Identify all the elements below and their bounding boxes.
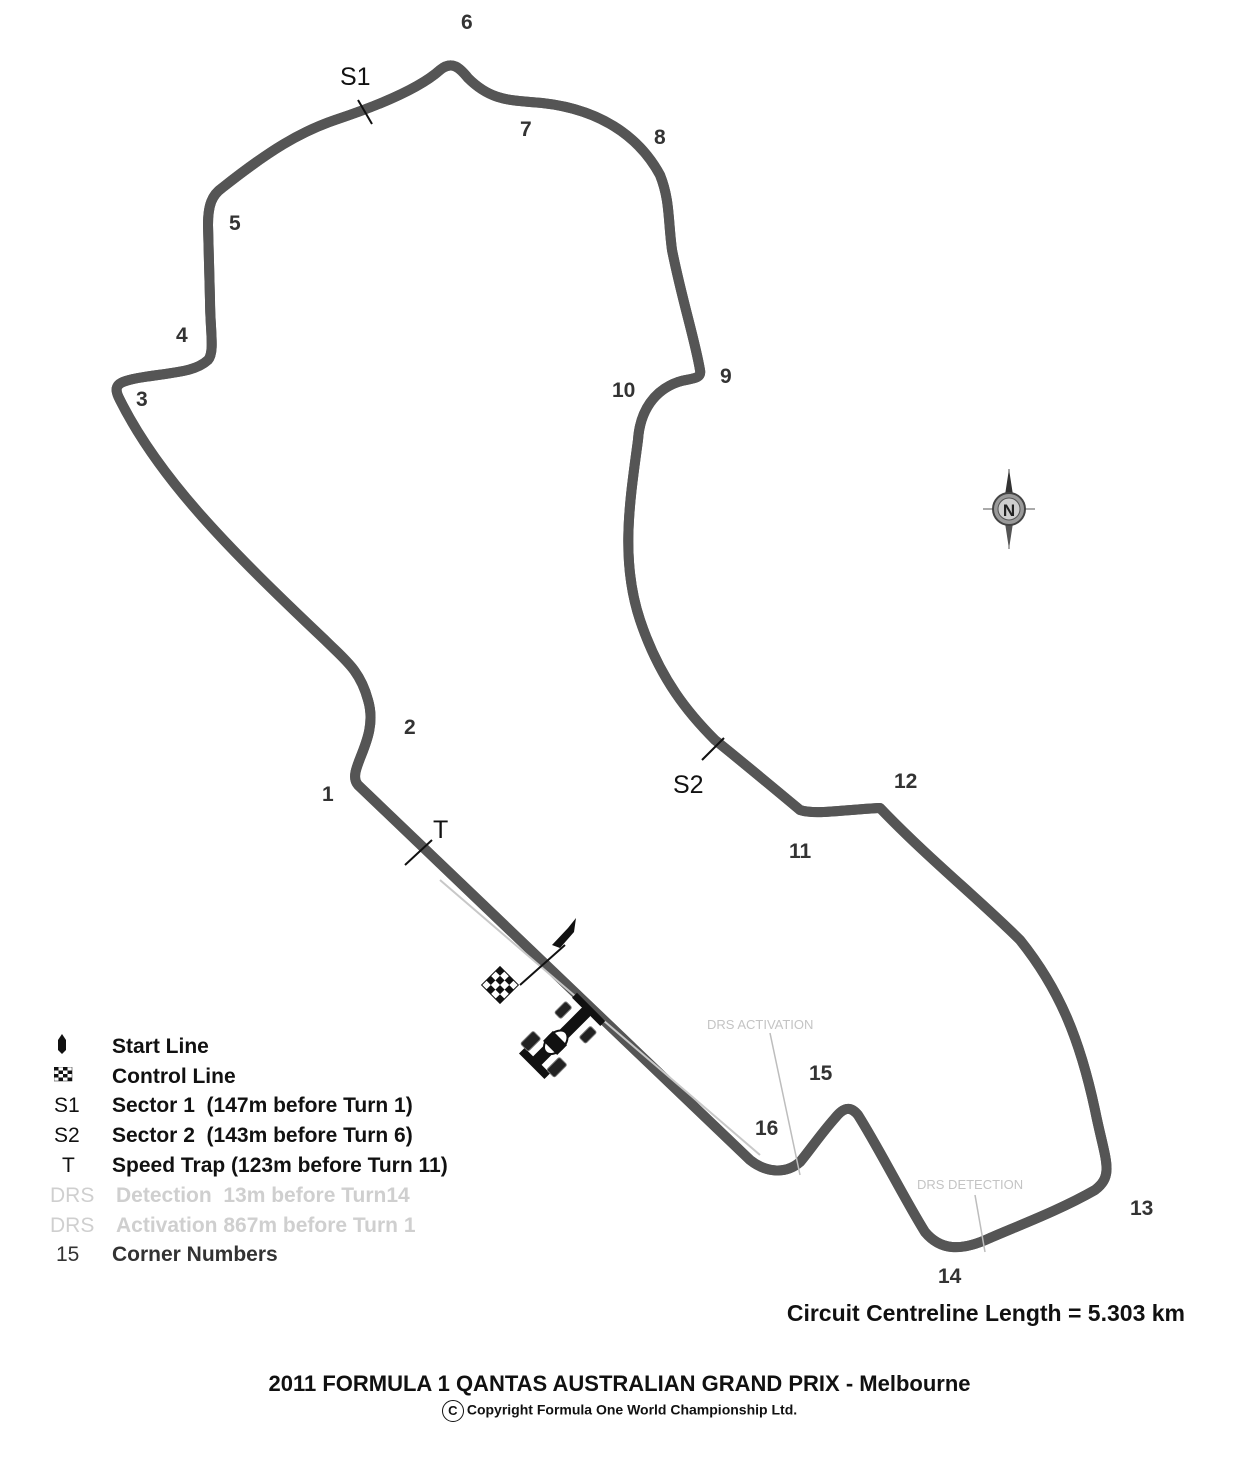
drs-detection-label: DRS DETECTION [917, 1177, 1023, 1192]
track [117, 65, 1107, 1247]
corner-number: 10 [612, 379, 635, 402]
corner-number: 3 [136, 388, 148, 411]
corner-number: 16 [755, 1117, 778, 1140]
legend-row-drs-detection: DRS Detection 13m before Turn14 [48, 1181, 448, 1211]
legend: Start Line Control Line S1 Sector 1 (147… [48, 1032, 448, 1270]
start-line-legend-icon [48, 1032, 112, 1062]
corner-number: 14 [938, 1265, 962, 1288]
legend-symbol: DRS [50, 1183, 95, 1207]
sector-1-marker [357, 99, 373, 125]
corner-number: 4 [176, 324, 188, 347]
copyright-icon: C [441, 1400, 464, 1422]
corner-number: 12 [894, 770, 917, 793]
start-line-flag-icon [552, 918, 576, 948]
page-title: 2011 FORMULA 1 QANTAS AUSTRALIAN GRAND P… [268, 1371, 971, 1396]
sector-1-label: S1 [340, 63, 371, 91]
legend-symbol: DRS [50, 1213, 95, 1237]
legend-text: Start Line [112, 1034, 209, 1058]
checkered-flag-icon [480, 965, 520, 1005]
corner-number: 5 [229, 212, 241, 235]
corner-number: 11 [789, 840, 812, 863]
legend-row-speed-trap: T Speed Trap (123m before Turn 11) [48, 1151, 448, 1181]
legend-symbol: S1 [54, 1094, 80, 1118]
corner-number: 6 [461, 11, 473, 34]
legend-symbol: T [62, 1154, 75, 1178]
circuit-length: Circuit Centreline Length = 5.303 km [786, 1300, 1185, 1326]
compass-letter: N [1003, 501, 1015, 520]
legend-row-sector-1: S1 Sector 1 (147m before Turn 1) [48, 1092, 448, 1122]
drs-activation-label: DRS ACTIVATION [707, 1017, 813, 1032]
legend-text: Sector 2 (143m before Turn 6) [112, 1124, 413, 1148]
copyright-text: Copyright Formula One World Championship… [466, 1401, 798, 1418]
corner-number: 1 [322, 783, 334, 806]
legend-row-drs-activation: DRS Activation 867m before Turn 1 [48, 1211, 448, 1241]
start-line-marker [519, 944, 566, 986]
sector-markers [357, 99, 725, 986]
legend-text: Sector 1 (147m before Turn 1) [112, 1094, 413, 1118]
f1-car-icon [518, 992, 606, 1080]
corner-number: 13 [1130, 1197, 1153, 1220]
legend-text: Activation 867m before Turn 1 [116, 1213, 416, 1237]
corner-numbers: 1 2 3 4 5 6 7 8 9 10 11 12 13 14 15 16 [136, 11, 1153, 1288]
legend-row-corner-numbers: 15 Corner Numbers [48, 1241, 448, 1271]
legend-row-start-line: Start Line [48, 1032, 448, 1062]
legend-symbol: 15 [56, 1243, 80, 1267]
legend-symbol: S2 [54, 1124, 80, 1148]
legend-text: Control Line [112, 1064, 236, 1088]
checkered-flag-legend-icon [48, 1065, 112, 1089]
legend-text: Speed Trap (123m before Turn 11) [112, 1154, 448, 1178]
sector-2-marker [701, 737, 725, 761]
legend-row-control-line: Control Line [48, 1062, 448, 1092]
corner-number: 7 [520, 118, 532, 141]
corner-number: 2 [404, 716, 416, 739]
corner-number: 15 [809, 1062, 833, 1085]
legend-text: Corner Numbers [112, 1243, 278, 1267]
compass-north-icon: N [983, 469, 1035, 549]
legend-row-sector-2: S2 Sector 2 (143m before Turn 6) [48, 1121, 448, 1151]
speed-trap-label: T [433, 816, 448, 844]
speed-trap-marker [404, 839, 433, 866]
corner-number: 9 [720, 365, 732, 388]
sector-2-label: S2 [673, 771, 704, 799]
corner-number: 8 [654, 126, 666, 149]
legend-text: Detection 13m before Turn14 [116, 1183, 410, 1207]
